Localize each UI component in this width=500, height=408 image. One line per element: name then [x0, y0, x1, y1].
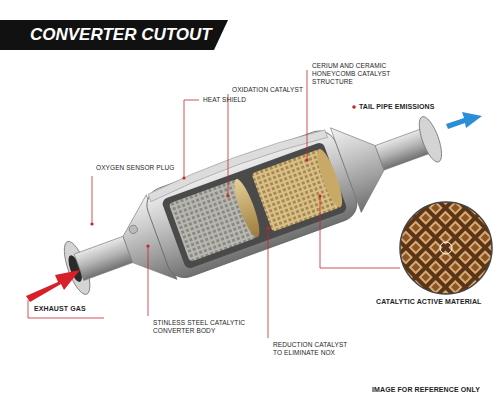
- leader-line: [320, 196, 400, 268]
- inset-marker: [440, 242, 452, 254]
- leader-dot: [146, 244, 149, 247]
- leader-dot: [305, 158, 308, 161]
- part-label: CERIUM AND CERAMIC HONEYCOMB CATALYST ST…: [312, 62, 424, 85]
- leader-dot: [226, 194, 229, 197]
- leader-dot: [352, 105, 356, 109]
- part-label: OXYGEN SENSOR PLUG: [96, 164, 174, 172]
- leader-dot: [90, 222, 93, 225]
- leader-line: [92, 176, 93, 224]
- leader-line: [148, 246, 149, 316]
- exhaust-arrow: [26, 270, 80, 302]
- oxygen-sensor-plug: [128, 224, 138, 234]
- honeycomb-cells: [398, 200, 494, 296]
- leader-dot: [318, 194, 321, 197]
- diagram-title: CONVERTER CUTOUT: [30, 25, 212, 45]
- emission-arrow: [446, 112, 482, 129]
- part-label: STINLESS STEEL CATALYTIC CONVERTER BODY: [153, 319, 247, 335]
- converter-body: [142, 126, 362, 283]
- part-label: EXHAUST GAS: [34, 305, 86, 313]
- part-label: CATALYTIC ACTIVE MATERIAL: [376, 298, 481, 306]
- catalytic-converter: [52, 90, 454, 316]
- part-label: REDUCTION CATALYST TO ELIMINATE NOX: [273, 341, 349, 357]
- part-label: IMAGE FOR REFERENCE ONLY: [372, 386, 480, 394]
- part-label: HEAT SHIELD: [203, 96, 246, 104]
- leader-lines: [28, 70, 400, 338]
- part-label: OXIDATION CATALYST: [232, 86, 303, 94]
- leader-dot: [182, 176, 185, 179]
- honeycomb-inset: [398, 200, 494, 296]
- leader-line: [184, 100, 199, 178]
- inlet-pipe: [74, 236, 132, 280]
- inset-ring: [400, 202, 492, 294]
- leader-dots: [90, 105, 355, 247]
- leader-line: [307, 70, 308, 160]
- title-banner: [0, 20, 228, 50]
- part-label: TAIL PIPE EMISSIONS: [359, 103, 435, 111]
- leader-line: [268, 228, 269, 338]
- leader-dot: [266, 226, 269, 229]
- outlet-flange: [415, 114, 446, 165]
- leader-line: [228, 94, 229, 196]
- leader-line: [28, 300, 104, 318]
